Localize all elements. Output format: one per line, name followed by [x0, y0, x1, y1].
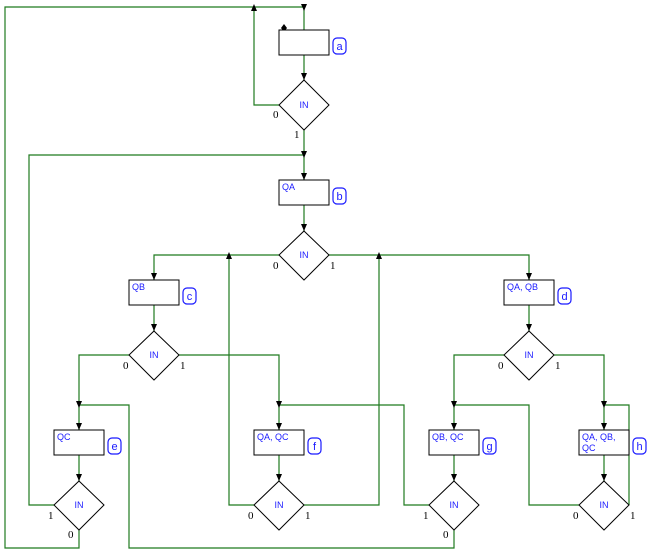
wire-dec-d-1	[554, 354, 605, 430]
arrowhead	[301, 173, 307, 180]
arrowhead	[276, 401, 282, 408]
arrowhead	[526, 324, 532, 331]
decision-condition: IN	[150, 350, 159, 360]
branch-label-0: 0	[273, 260, 279, 272]
arrowhead	[451, 401, 457, 408]
state-block-b[interactable]: QA b	[278, 179, 347, 206]
decision-h[interactable]: IN 0 1	[573, 480, 636, 531]
arrowhead	[451, 423, 457, 430]
decision-b[interactable]: IN 0 1	[273, 230, 336, 281]
wire-dec-d-0	[453, 354, 504, 430]
arrowhead	[601, 474, 607, 481]
arrowhead	[526, 273, 532, 280]
wires	[4, 6, 630, 549]
arrowhead	[76, 423, 82, 430]
branch-label-0: 0	[248, 510, 254, 522]
wire-dec-f-1	[304, 255, 380, 506]
state-label-d: d	[561, 291, 567, 303]
state-outputs-h-line1: QA, QB,	[582, 432, 616, 442]
branch-label-1: 1	[305, 510, 311, 522]
arrowhead	[301, 73, 307, 80]
state-outputs-e: QC	[57, 432, 71, 442]
wire-dec-e-1	[28, 154, 304, 506]
branch-label-1: 1	[48, 510, 54, 522]
wire-dec-g-0	[79, 404, 455, 549]
arrowhead	[226, 252, 232, 259]
wire-dec-f-0	[228, 255, 254, 506]
decision-condition: IN	[275, 500, 284, 510]
wire-dec-h-0	[454, 404, 579, 506]
arrowhead	[276, 423, 282, 430]
state-outputs-f: QA, QC	[257, 432, 289, 442]
arrowhead	[376, 252, 382, 259]
state-label-c: c	[187, 291, 193, 303]
decision-e[interactable]: IN 0 1	[48, 480, 105, 541]
branch-label-0: 0	[273, 109, 279, 121]
state-block-d[interactable]: QA, QB d	[503, 279, 572, 306]
arrowhead	[151, 324, 157, 331]
branch-label-1: 1	[555, 360, 561, 372]
state-label-b: b	[336, 191, 342, 203]
arrowhead	[301, 224, 307, 231]
state-block-e[interactable]: QC e	[53, 429, 122, 456]
branch-label-0: 0	[498, 360, 504, 372]
state-outputs-c: QB	[132, 282, 145, 292]
branch-label-0: 0	[123, 360, 129, 372]
state-label-h: h	[636, 441, 642, 453]
arrowhead	[151, 273, 157, 280]
decision-condition: IN	[450, 500, 459, 510]
branch-label-1: 1	[180, 360, 186, 372]
state-block-a[interactable]: a	[278, 29, 347, 56]
branch-label-1: 1	[423, 510, 429, 522]
wire-dec-c-0	[78, 354, 129, 430]
arrowhead	[301, 4, 307, 11]
state-block-c[interactable]: QB c	[128, 279, 197, 306]
wire-dec-b-1	[329, 254, 530, 280]
decision-f[interactable]: IN 0 1	[248, 480, 311, 531]
branch-label-0: 0	[443, 529, 449, 541]
decision-c[interactable]: IN 0 1	[123, 330, 186, 381]
wire-dec-b-0	[153, 254, 279, 280]
decision-condition: IN	[75, 500, 84, 510]
arrowhead	[251, 4, 257, 11]
branch-label-0: 0	[573, 510, 579, 522]
decision-condition: IN	[525, 350, 534, 360]
branch-label-1: 1	[330, 260, 336, 272]
decision-g[interactable]: IN 0 1	[423, 480, 480, 541]
decision-d[interactable]: IN 0 1	[498, 330, 561, 381]
state-outputs-h-line2: QC	[582, 443, 596, 453]
state-block-g[interactable]: QB, QC g	[428, 429, 497, 456]
wire-dec-g-1	[279, 404, 429, 506]
wire-dec-h-1	[604, 404, 630, 505]
decision-a[interactable]: IN 0 1	[273, 79, 330, 141]
wire-dec-e-0	[4, 6, 254, 549]
state-block-f[interactable]: QA, QC f	[253, 429, 322, 456]
decision-condition: IN	[600, 500, 609, 510]
arrowhead	[601, 423, 607, 430]
state-block-h[interactable]: QA, QB, QC h	[578, 429, 647, 456]
state-label-f: f	[313, 441, 317, 453]
arrowheads	[76, 4, 607, 481]
branch-label-1: 1	[294, 129, 300, 141]
state-outputs-g: QB, QC	[432, 432, 464, 442]
state-label-g: g	[486, 441, 492, 453]
state-outputs-b: QA	[282, 182, 295, 192]
arrowhead	[451, 474, 457, 481]
decision-condition: IN	[300, 250, 309, 260]
arrowhead	[76, 474, 82, 481]
decision-condition: IN	[300, 100, 309, 110]
branch-label-0: 0	[68, 529, 74, 541]
arrowhead	[76, 401, 82, 408]
arrowhead	[276, 474, 282, 481]
arrowhead	[301, 151, 307, 158]
branch-label-1: 1	[630, 510, 636, 522]
state-outputs-d: QA, QB	[507, 282, 538, 292]
state-label-a: a	[336, 41, 343, 53]
state-label-e: e	[111, 441, 117, 453]
arrowhead	[601, 401, 607, 408]
